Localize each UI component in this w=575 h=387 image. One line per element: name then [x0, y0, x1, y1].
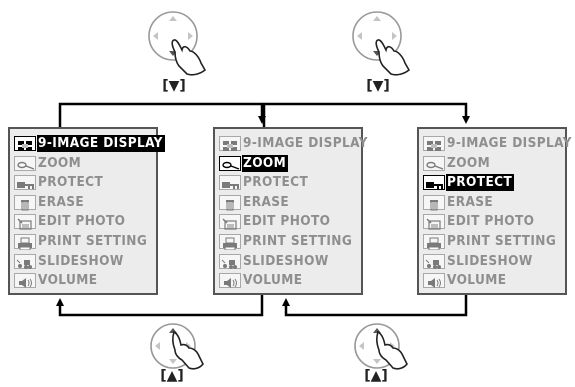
menu-item[interactable]: PRINT SETTING [14, 233, 149, 251]
press-up-hand-icon[interactable] [145, 318, 215, 382]
menu-item[interactable]: SLIDESHOW [423, 253, 535, 270]
up-button-caption: [▲] [160, 368, 184, 384]
zoom-icon [14, 155, 36, 171]
menu-item[interactable]: ERASE [219, 194, 291, 211]
menu-item[interactable]: SLIDESHOW [219, 253, 331, 270]
nine-image-icon [14, 136, 36, 151]
menu-item[interactable]: VOLUME [14, 272, 99, 289]
printer-icon [423, 234, 445, 251]
menu-item[interactable]: ERASE [14, 194, 86, 211]
menu-item[interactable]: VOLUME [219, 272, 304, 289]
menu-item[interactable]: EDIT PHOTO [14, 213, 127, 230]
edit-photo-icon [219, 214, 241, 230]
menu-item[interactable]: ZOOM [219, 154, 289, 172]
menu-item-label: VOLUME [38, 272, 98, 289]
key-icon [219, 175, 241, 191]
edit-photo-icon [423, 214, 445, 230]
zoom-icon [219, 155, 241, 171]
up-button-caption: [▲] [364, 368, 388, 384]
menu-item-label: PRINT SETTING [243, 233, 353, 249]
key-icon [14, 175, 36, 191]
menu-item-label: 9-IMAGE DISPLAY [37, 135, 165, 152]
up-flow-arrow-1 [56, 295, 264, 317]
menu-item-label: VOLUME [447, 272, 507, 289]
nine-image-icon [423, 136, 445, 151]
down-flow-arrow-1 [58, 102, 266, 127]
slideshow-icon [219, 253, 241, 269]
menu-item[interactable]: EDIT PHOTO [423, 213, 536, 230]
menu-item-label: 9-IMAGE DISPLAY [243, 135, 368, 151]
edit-photo-icon [14, 214, 36, 230]
speaker-icon [423, 273, 445, 289]
menu-item-label: ERASE [38, 193, 85, 210]
down-button-caption: [▼] [162, 78, 186, 94]
speaker-icon [219, 273, 241, 289]
menu-item[interactable]: ZOOM [423, 155, 492, 172]
menu-item-label: EDIT PHOTO [38, 213, 126, 230]
zoom-icon [423, 155, 445, 171]
menu-item-label: PROTECT [446, 174, 515, 192]
press-up-hand-icon[interactable] [349, 318, 419, 382]
menu-screen-2: 9-IMAGE DISPLAY ZOOM PROTECT ERASE EDIT PHOT… [213, 127, 367, 295]
menu-item[interactable]: 9-IMAGE DISPLAY [219, 135, 370, 152]
menu-item-label: ZOOM [242, 154, 289, 172]
menu-item[interactable]: PRINT SETTING [219, 233, 354, 251]
menu-item[interactable]: PROTECT [14, 174, 105, 191]
nine-image-icon [219, 136, 241, 151]
menu-item-label: PRINT SETTING [38, 233, 148, 249]
menu-item[interactable]: ERASE [423, 194, 495, 211]
printer-icon [14, 234, 36, 251]
slideshow-icon [14, 253, 36, 269]
menu-item[interactable]: VOLUME [423, 272, 508, 289]
menu-item-label: ERASE [447, 193, 494, 210]
menu-item-label: ZOOM [447, 154, 491, 171]
slideshow-icon [423, 253, 445, 269]
menu-item-label: ZOOM [38, 154, 82, 171]
up-flow-arrow-2 [282, 295, 468, 317]
menu-item-label: EDIT PHOTO [243, 213, 331, 230]
menu-item-label: EDIT PHOTO [447, 213, 535, 230]
menu-item-label: SLIDESHOW [243, 252, 329, 269]
press-down-hand-icon[interactable] [349, 8, 419, 78]
menu-item-label: SLIDESHOW [38, 252, 124, 269]
menu-item[interactable]: PROTECT [423, 174, 515, 192]
key-icon [423, 175, 445, 191]
menu-item-label: PRINT SETTING [447, 233, 557, 249]
menu-item[interactable]: 9-IMAGE DISPLAY [14, 135, 165, 152]
menu-item-label: PROTECT [38, 174, 104, 191]
menu-item-label: PROTECT [243, 174, 309, 191]
press-down-hand-icon[interactable] [145, 8, 215, 78]
menu-item[interactable]: EDIT PHOTO [219, 213, 332, 230]
down-button-caption: [▼] [366, 78, 390, 94]
menu-item[interactable]: SLIDESHOW [14, 253, 126, 270]
down-flow-arrow-2 [262, 102, 470, 127]
menu-item[interactable]: PRINT SETTING [423, 233, 558, 251]
trash-icon [219, 194, 241, 211]
trash-icon [423, 194, 445, 211]
printer-icon [219, 234, 241, 251]
menu-item[interactable]: 9-IMAGE DISPLAY [423, 135, 574, 152]
speaker-icon [14, 273, 36, 289]
trash-icon [14, 194, 36, 211]
menu-item[interactable]: ZOOM [14, 155, 83, 172]
menu-item-label: VOLUME [243, 272, 303, 289]
menu-item-label: 9-IMAGE DISPLAY [447, 135, 572, 151]
menu-screen-1: 9-IMAGE DISPLAY ZOOM PROTECT ERASE EDIT PHOT… [8, 127, 165, 295]
menu-item-label: ERASE [243, 193, 290, 210]
menu-item-label: SLIDESHOW [447, 252, 533, 269]
menu-item[interactable]: PROTECT [219, 174, 310, 191]
